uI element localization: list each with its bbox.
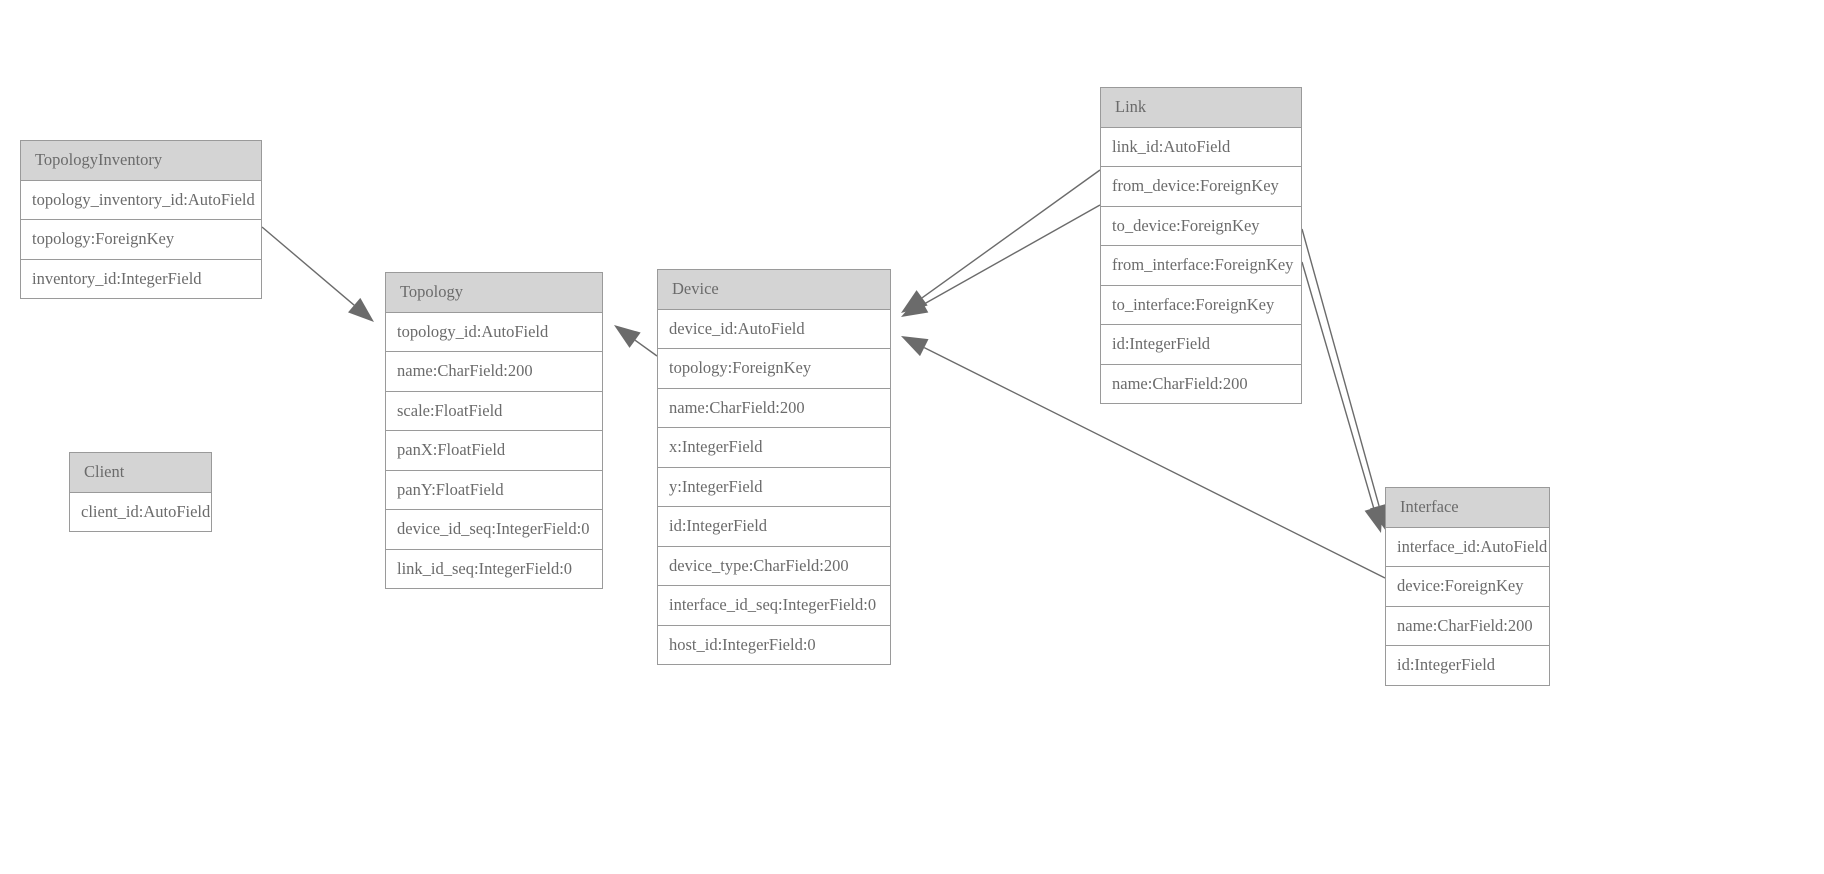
entity-field: id:IntegerField <box>1386 646 1549 685</box>
entity-title-client: Client <box>70 453 211 493</box>
entity-field: name:CharField:200 <box>386 352 602 392</box>
entity-title-device: Device <box>658 270 890 310</box>
entity-field: name:CharField:200 <box>1386 606 1549 646</box>
entity-field: panX:FloatField <box>386 431 602 471</box>
entity-field: topology:ForeignKey <box>658 349 890 389</box>
entity-field: inventory_id:IntegerField <box>21 259 261 298</box>
entity-field: topology:ForeignKey <box>21 220 261 260</box>
entity-field: link_id_seq:IntegerField:0 <box>386 549 602 588</box>
entity-field: id:IntegerField <box>658 507 890 547</box>
entity-field: from_interface:ForeignKey <box>1101 246 1301 286</box>
relationship-arrowhead <box>901 295 929 317</box>
entity-field: from_device:ForeignKey <box>1101 167 1301 207</box>
entity-field: device_type:CharField:200 <box>658 546 890 586</box>
entity-field: y:IntegerField <box>658 467 890 507</box>
entity-field: client_id:AutoField <box>70 492 211 531</box>
entity-field: to_device:ForeignKey <box>1101 206 1301 246</box>
entity-field: scale:FloatField <box>386 391 602 431</box>
entity-field: device_id_seq:IntegerField:0 <box>386 510 602 550</box>
relationship-link-device-to <box>901 204 1101 317</box>
relationship-line <box>261 226 355 306</box>
entity-field: link_id:AutoField <box>1101 127 1301 167</box>
entity-title-topology: Topology <box>386 273 602 313</box>
entity-field: name:CharField:200 <box>1101 364 1301 403</box>
entity-title-link: Link <box>1101 88 1301 128</box>
relationship-arrowhead <box>901 336 929 357</box>
relationship-line <box>634 339 658 357</box>
relationship-line <box>1301 261 1375 509</box>
relationship-arrowhead <box>901 290 928 313</box>
relationship-link-interface-to <box>1301 261 1383 533</box>
entity-field: device:ForeignKey <box>1386 567 1549 607</box>
relationship-arrowhead <box>614 325 641 348</box>
entity-title-topology_inventory: TopologyInventory <box>21 141 261 181</box>
relationship-topologyinventory-topology <box>261 226 374 322</box>
entity-field: host_id:IntegerField:0 <box>658 625 890 664</box>
entity-field: name:CharField:200 <box>658 388 890 428</box>
entity-field: to_interface:ForeignKey <box>1101 285 1301 325</box>
relationship-link-interface-from <box>1301 228 1389 531</box>
relationship-line <box>1301 228 1380 507</box>
entity-field: device_id:AutoField <box>658 309 890 349</box>
relationship-link-device-from <box>901 169 1101 313</box>
relationship-arrowhead <box>348 297 374 322</box>
relationship-arrowhead <box>1364 505 1383 533</box>
entity-field: interface_id:AutoField <box>1386 527 1549 567</box>
entity-field: topology_id:AutoField <box>386 312 602 352</box>
entity-field: interface_id_seq:IntegerField:0 <box>658 586 890 626</box>
entity-field: x:IntegerField <box>658 428 890 468</box>
entity-field: panY:FloatField <box>386 470 602 510</box>
relationship-line <box>921 169 1101 299</box>
relationship-line <box>923 204 1101 305</box>
relationship-device-topology <box>614 325 658 357</box>
entity-title-interface: Interface <box>1386 488 1549 528</box>
entity-field: id:IntegerField <box>1101 325 1301 365</box>
entity-field: topology_inventory_id:AutoField <box>21 180 261 220</box>
